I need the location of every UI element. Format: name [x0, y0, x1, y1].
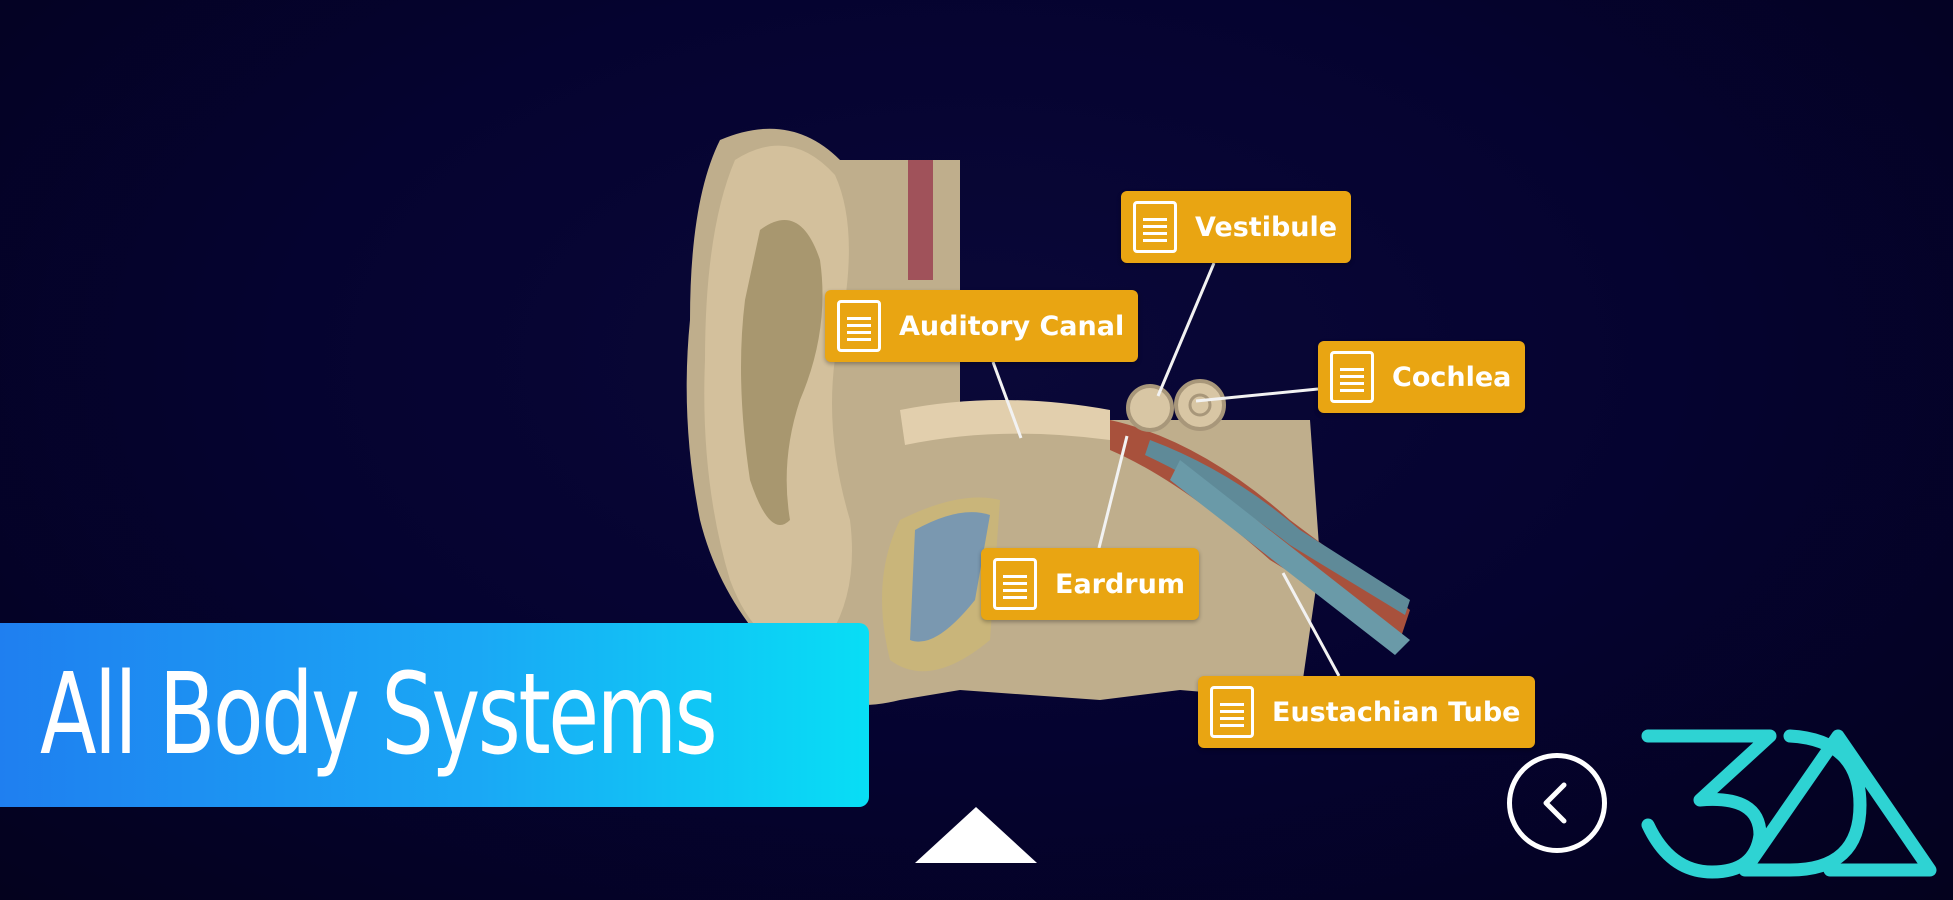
label-eustachian-tube[interactable]: Eustachian Tube	[1198, 676, 1535, 748]
label-text: Cochlea	[1392, 361, 1512, 393]
document-icon	[1210, 686, 1254, 738]
label-vestibule[interactable]: Vestibule	[1121, 191, 1352, 263]
label-eardrum[interactable]: Eardrum	[981, 548, 1199, 620]
document-icon	[837, 300, 881, 352]
label-text: Vestibule	[1195, 211, 1338, 243]
label-text: Auditory Canal	[899, 310, 1125, 342]
banner-title: All Body Systems	[40, 650, 718, 780]
document-icon	[1330, 351, 1374, 403]
leader-lines	[991, 262, 1341, 677]
3da-logo	[1641, 729, 1937, 879]
title-banner: All Body Systems	[0, 623, 869, 807]
chevron-left-icon	[1543, 782, 1567, 824]
expand-up-button[interactable]	[915, 807, 1037, 863]
label-text: Eardrum	[1055, 568, 1185, 600]
document-icon	[993, 558, 1037, 610]
label-text: Eustachian Tube	[1272, 696, 1521, 728]
label-cochlea[interactable]: Cochlea	[1318, 341, 1526, 413]
document-icon	[1133, 201, 1177, 253]
label-auditory-canal[interactable]: Auditory Canal	[825, 290, 1139, 362]
back-button[interactable]	[1507, 753, 1607, 853]
